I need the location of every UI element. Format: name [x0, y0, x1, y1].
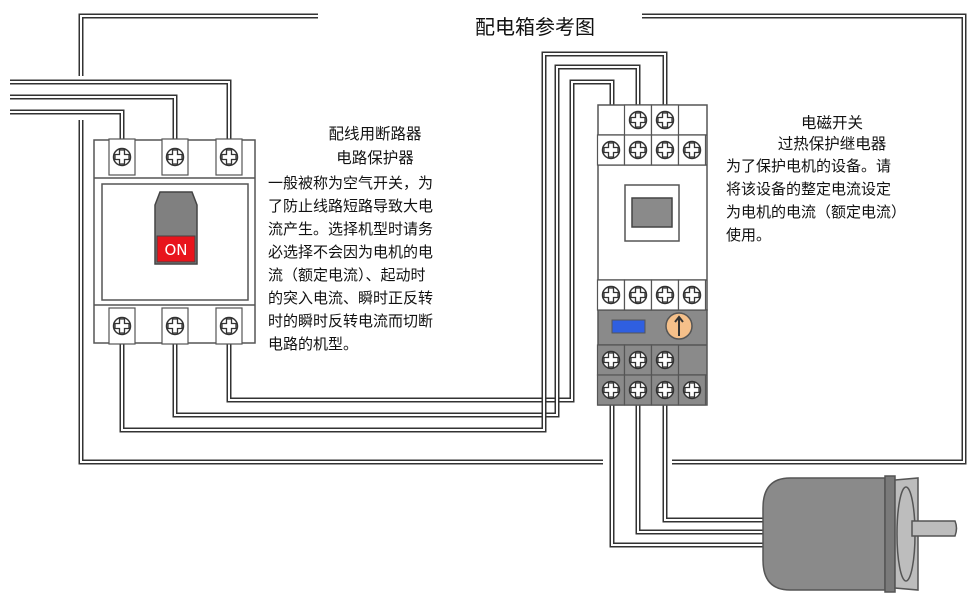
terminal-screw-icon — [650, 134, 680, 166]
contactor-desc-line: 使用。 — [726, 226, 771, 244]
terminal-screw-icon — [596, 279, 626, 311]
terminal-screw-icon — [623, 134, 653, 166]
contactor-window — [631, 197, 673, 228]
breaker-desc-line: 流（额定电流）、起动时 — [268, 266, 426, 284]
contactor-desc-line: 将该设备的整定电流设定 — [726, 180, 891, 198]
breaker-desc-line: 的突入电流、瞬时正反转 — [268, 289, 433, 307]
enclosure-outline — [78, 13, 318, 76]
contactor-annotation: 电磁开关 过热保护继电器 为了保护电机的设备。请 将该设备的整定电流设定 为电机… — [726, 114, 906, 244]
input-wire — [10, 79, 232, 150]
terminal-screw-icon — [677, 279, 707, 311]
terminal-screw-icon — [596, 134, 626, 166]
switch-on-label: ON — [164, 241, 187, 259]
input-wire — [10, 94, 178, 150]
terminal-screw-icon — [650, 374, 680, 406]
motor-wire — [635, 404, 763, 535]
input-wire — [10, 109, 125, 150]
terminal-screw-icon — [677, 134, 707, 166]
motor-shaft — [911, 520, 958, 537]
terminal-screw-icon — [623, 104, 653, 136]
motor-wire — [662, 404, 763, 523]
terminal-screw-icon — [161, 307, 189, 345]
terminal-screw-icon — [623, 374, 653, 406]
breaker-heading-2: 电路保护器 — [336, 149, 414, 167]
motor-wire — [609, 404, 770, 548]
contactor-desc-line: 为电机的电流（额定电流） — [726, 203, 906, 221]
breaker-to-contactor-wire — [172, 64, 641, 418]
enclosure-outline — [642, 13, 967, 465]
contactor-desc-line: 为了保护电机的设备。请 — [726, 157, 891, 175]
terminal-screw-icon — [596, 374, 626, 406]
wiring — [10, 13, 967, 548]
breaker-desc-line: 流产生。选择机型时请务 — [268, 220, 433, 238]
breaker-desc-line: 一般被称为空气开关，为 — [268, 174, 433, 192]
breaker-desc-line: 电路的机型。 — [268, 335, 358, 353]
terminal-screw-icon — [596, 344, 626, 376]
enclosure-outline — [78, 120, 603, 465]
diagram-title: 配电箱参考图 — [475, 15, 595, 39]
breaker-to-contactor-wire — [119, 51, 668, 433]
breaker-desc-line: 时的瞬时反转电流而切断 — [268, 312, 433, 330]
motor — [762, 475, 958, 593]
reset-button — [611, 319, 646, 334]
breaker-desc-line: 了防止线路短路导致大电 — [268, 197, 433, 215]
terminal-screw-icon — [108, 307, 136, 345]
terminal-screw-icon — [650, 104, 680, 136]
terminal-screw-icon — [623, 344, 653, 376]
terminal-screws — [108, 104, 707, 406]
contactor-heading-2: 过热保护继电器 — [778, 135, 887, 153]
terminal-screw-icon — [623, 279, 653, 311]
terminal-screw-icon — [215, 138, 243, 176]
terminal-screw-icon — [108, 138, 136, 176]
breaker-desc-line: 必选择不会因为电机的电 — [268, 243, 433, 261]
terminal-screw-icon — [215, 307, 243, 345]
breaker-toggle-switch: ON — [154, 191, 198, 265]
breaker-to-contactor-wire — [226, 79, 615, 403]
breaker-heading-1: 配线用断路器 — [328, 125, 422, 143]
terminal-screw-icon — [677, 374, 707, 406]
terminal-screw-icon — [650, 279, 680, 311]
breaker-annotation: 配线用断路器 电路保护器 一般被称为空气开关，为 了防止线路短路导致大电 流产生… — [268, 125, 433, 353]
terminal-screw-icon — [650, 344, 680, 376]
current-setting-dial-icon — [665, 312, 693, 340]
terminal-screw-icon — [161, 138, 189, 176]
contactor-heading-1: 电磁开关 — [801, 114, 863, 132]
